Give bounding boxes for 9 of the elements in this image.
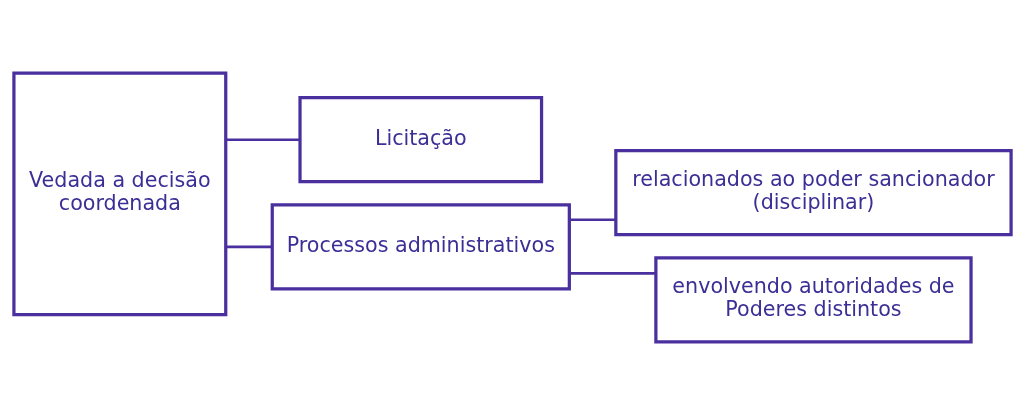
connector [225, 245, 272, 249]
node-box: envolvendo autoridades de Poderes distintos [654, 256, 973, 344]
node-box: Licitação [298, 96, 544, 184]
connector [569, 272, 656, 275]
connector [569, 218, 616, 222]
node-box: Vedada a decisão coordenada [12, 71, 228, 317]
node-box: Processos administrativos [270, 203, 571, 291]
connector [225, 138, 300, 141]
node-box: relacionados ao poder sancionador (disciplinar) [614, 149, 1013, 237]
